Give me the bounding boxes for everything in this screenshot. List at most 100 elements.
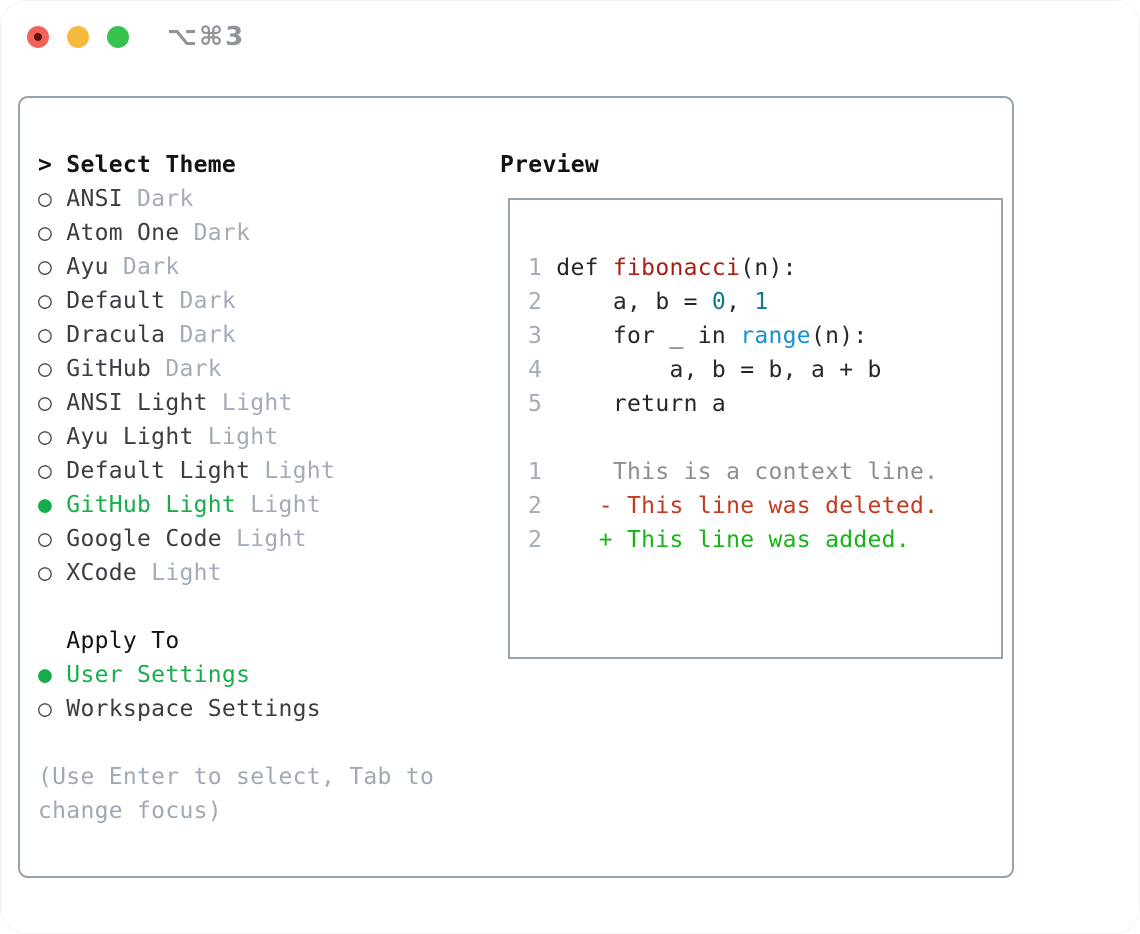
apply-option-name: Workspace Settings [52,696,321,722]
code-token: fibonacci [612,255,741,281]
cursor-prefix: > [38,152,67,178]
code-token: - This line was deleted. [556,493,939,519]
radio-unselected-icon: ○ [38,254,53,280]
spacer-row [38,726,434,760]
minimize-button[interactable] [67,26,89,48]
theme-option-github[interactable]: ○ GitHub Dark [38,352,434,386]
theme-variant-tag: Dark [165,322,237,348]
apply-to-label: Apply To [66,628,180,654]
code-token: (n): [740,255,797,281]
theme-option-xcode[interactable]: ○ XCode Light [38,556,434,590]
theme-variant-tag: Dark [165,288,237,314]
code-blank-line [528,421,1001,455]
theme-variant-tag: Light [137,560,222,586]
theme-option-google-code[interactable]: ○ Google Code Light [38,522,434,556]
theme-option-dracula[interactable]: ○ Dracula Dark [38,318,434,352]
code-line: 4 a, b = b, a + b [528,353,1001,387]
theme-option-atom-one[interactable]: ○ Atom One Dark [38,216,434,250]
theme-option-ayu[interactable]: ○ Ayu Dark [38,250,434,284]
window-title: ⌥⌘3 [167,22,246,52]
spacer-row [38,590,434,624]
theme-name: GitHub [52,356,152,382]
apply-to-header: Apply To [38,624,434,658]
radio-unselected-icon: ○ [38,560,53,586]
line-number: 2 [528,493,557,519]
theme-name: Ayu [52,254,109,280]
radio-unselected-icon: ○ [38,696,53,722]
line-number: 1 [528,255,557,281]
line-number: 2 [528,527,557,553]
hint-text: (Use Enter to select, Tab to [38,764,435,790]
preview-box: 1 def fibonacci(n): 2 a, b = 0, 1 3 for _ … [508,198,1003,659]
code-token: for _ in [556,323,741,349]
code-token: return a [556,391,727,417]
radio-unselected-icon: ○ [38,526,53,552]
select-theme-label: Select Theme [66,152,237,178]
theme-variant-tag: Dark [122,186,194,212]
select-theme-header: > Select Theme [38,148,434,182]
apply-option-name: User Settings [52,662,251,688]
theme-name: Atom One [52,220,180,246]
theme-variant-tag: Light [193,424,279,450]
theme-list: > Select Theme○ ANSI Dark○ Atom One Dark… [38,148,434,828]
line-number [528,425,556,451]
radio-unselected-icon: ○ [38,186,53,212]
hint-text: change focus) [38,798,222,824]
code-token: + This line was added. [556,527,910,553]
radio-unselected-icon: ○ [38,322,53,348]
theme-name: Dracula [52,322,166,348]
theme-variant-tag: Light [207,390,293,416]
theme-option-ansi[interactable]: ○ ANSI Dark [38,182,434,216]
code-token: a, b = b, a + b [556,357,882,383]
theme-name: Ayu Light [52,424,194,450]
theme-option-github-light[interactable]: ● GitHub Light Light [38,488,434,522]
close-dot-icon [34,33,42,41]
radio-unselected-icon: ○ [38,356,53,382]
theme-name: Default [52,288,166,314]
theme-name: ANSI [52,186,123,212]
code-line: 2 + This line was added. [528,523,1001,557]
code-token: range [740,323,811,349]
theme-name: ANSI Light [52,390,208,416]
hint-text-line-1: (Use Enter to select, Tab to [38,760,434,794]
line-number: 3 [528,323,557,349]
apply-option-user-settings[interactable]: ● User Settings [38,658,434,692]
line-number: 4 [528,357,557,383]
code-token: , [726,289,755,315]
radio-unselected-icon: ○ [38,424,53,450]
radio-selected-icon: ● [38,492,53,518]
code-line: 1 def fibonacci(n): [528,251,1001,285]
theme-name: Google Code [52,526,222,552]
radio-unselected-icon: ○ [38,458,53,484]
radio-unselected-icon: ○ [38,220,53,246]
radio-selected-icon: ● [38,662,53,688]
close-button[interactable] [27,26,49,48]
zoom-button[interactable] [107,26,129,48]
preview-title: Preview [500,152,600,178]
theme-variant-tag: Dark [108,254,180,280]
code-line: 3 for _ in range(n): [528,319,1001,353]
theme-variant-tag: Light [236,492,321,518]
code-token: a, b = [556,289,712,315]
theme-option-default-light[interactable]: ○ Default Light Light [38,454,434,488]
line-number: 1 [528,459,557,485]
line-number: 5 [528,391,557,417]
titlebar: ⌥⌘3 [0,0,1140,75]
code-token: 0 [711,289,727,315]
theme-option-ayu-light[interactable]: ○ Ayu Light Light [38,420,434,454]
theme-name: XCode [52,560,138,586]
radio-unselected-icon: ○ [38,390,53,416]
hint-text-line-2: change focus) [38,794,434,828]
line-number: 2 [528,289,557,315]
apply-option-workspace-settings[interactable]: ○ Workspace Settings [38,692,434,726]
theme-variant-tag: Dark [179,220,251,246]
theme-name: GitHub Light [52,492,237,518]
theme-variant-tag: Light [221,526,307,552]
code-token: This is a context line. [556,459,939,485]
theme-option-ansi-light[interactable]: ○ ANSI Light Light [38,386,434,420]
theme-variant-tag: Dark [151,356,222,382]
theme-option-default[interactable]: ○ Default Dark [38,284,434,318]
theme-name: Default Light [52,458,251,484]
theme-picker-panel: > Select Theme○ ANSI Dark○ Atom One Dark… [18,96,1014,878]
